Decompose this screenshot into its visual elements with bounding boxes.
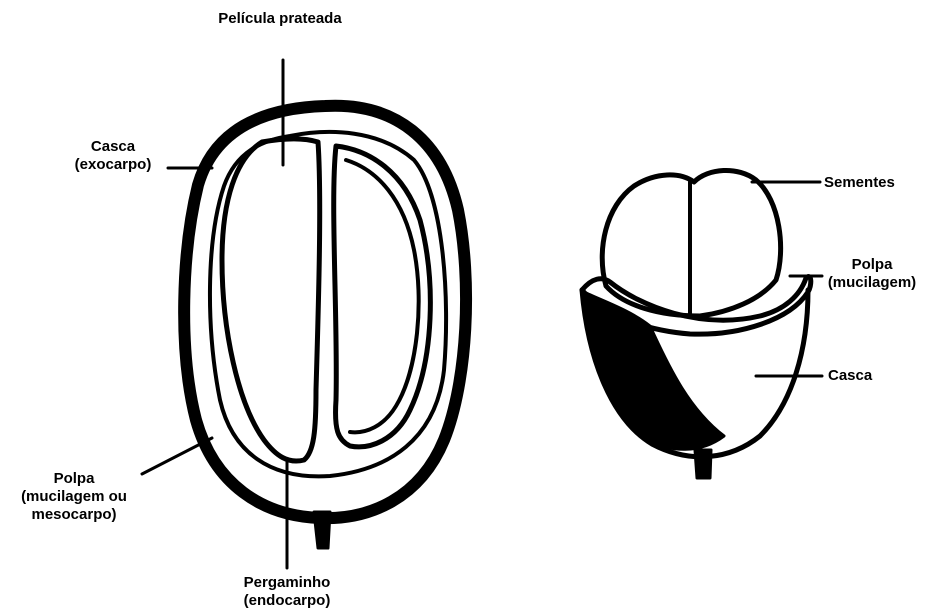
leader-polpa-left bbox=[142, 438, 212, 474]
label-polpa-left-line2: (mucilagem ou bbox=[4, 488, 144, 506]
pulp-inner-line bbox=[210, 132, 446, 476]
label-pelicula-prateada: Película prateada bbox=[200, 10, 360, 28]
label-casca-right-text: Casca bbox=[828, 367, 872, 385]
label-sementes: Sementes bbox=[824, 174, 895, 192]
label-casca-left-line2: (exocarpo) bbox=[58, 156, 168, 174]
label-casca-right: Casca bbox=[828, 367, 872, 385]
label-pelicula-text: Película prateada bbox=[200, 10, 360, 28]
label-polpa-mucilagem: Polpa (mucilagem) bbox=[820, 256, 924, 292]
seed-left bbox=[222, 139, 320, 461]
seed-right-inner bbox=[346, 160, 419, 432]
label-pergaminho-endocarpo: Pergaminho (endocarpo) bbox=[222, 574, 352, 610]
label-polpa-left-line1: Polpa bbox=[4, 470, 144, 488]
label-polpa-right-line1: Polpa bbox=[820, 256, 924, 274]
label-pergaminho-line2: (endocarpo) bbox=[222, 592, 352, 610]
label-casca-left-line1: Casca bbox=[58, 138, 168, 156]
cross-section bbox=[582, 170, 822, 478]
seed-right bbox=[334, 146, 431, 447]
label-pergaminho-line1: Pergaminho bbox=[222, 574, 352, 592]
label-polpa-right-line2: (mucilagem) bbox=[820, 274, 924, 292]
label-polpa-left-line3: mesocarpo) bbox=[4, 506, 144, 524]
label-polpa-mesocarpo: Polpa (mucilagem ou mesocarpo) bbox=[4, 470, 144, 524]
longitudinal-section bbox=[142, 60, 466, 568]
label-sementes-text: Sementes bbox=[824, 174, 895, 192]
label-casca-exocarpo: Casca (exocarpo) bbox=[58, 138, 168, 174]
